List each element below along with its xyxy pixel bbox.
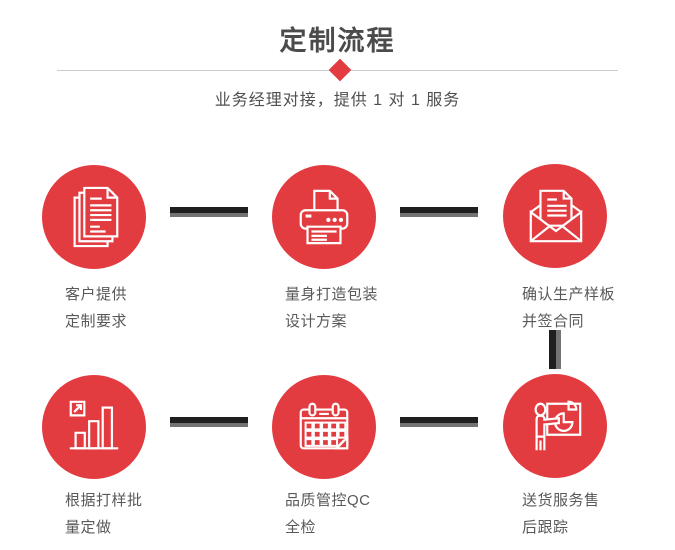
connector-vertical [549, 330, 561, 369]
connector-horizontal [400, 417, 478, 427]
documents-icon [63, 184, 125, 250]
step-label-line: 定制要求 [65, 313, 128, 330]
step-label: 送货服务售 后跟踪 [522, 487, 600, 541]
diamond-accent-icon [328, 58, 352, 82]
step-circle-sample-contract [503, 164, 607, 268]
step-label-line: 全检 [285, 519, 317, 536]
step-label-line: 客户提供 [65, 286, 128, 303]
step-label: 品质管控QC 全检 [285, 487, 371, 541]
step-label: 根据打样批 量定做 [65, 487, 143, 541]
step-label: 确认生产样板 并签合同 [522, 281, 615, 335]
bar-chart-icon [63, 395, 125, 459]
connector-horizontal [170, 417, 248, 427]
connector-horizontal [400, 207, 478, 217]
step-label: 客户提供 定制要求 [65, 281, 127, 335]
step-label-line: 后跟踪 [522, 519, 569, 536]
step-circle-packaging-design [272, 165, 376, 269]
step-label-line: 量身打造包装 [285, 286, 379, 303]
step-label-line: 根据打样批 [65, 492, 143, 509]
page-title: 定制流程 [279, 26, 396, 56]
step-circle-quality-control [272, 375, 376, 479]
step-label: 量身打造包装 设计方案 [285, 281, 378, 335]
calendar-icon [293, 395, 355, 459]
page-subtitle: 业务经理对接，提供 1 对 1 服务 [214, 92, 461, 109]
printer-icon [293, 185, 355, 249]
step-label-line: 品质管控QC [285, 492, 371, 509]
connector-horizontal [170, 207, 248, 217]
step-label-line: 量定做 [65, 519, 112, 536]
step-circle-delivery-aftersales [503, 374, 607, 478]
step-label-line: 设计方案 [285, 313, 348, 330]
step-circle-customer-requirements [42, 165, 146, 269]
step-label-line: 并签合同 [522, 313, 585, 330]
step-label-line: 确认生产样板 [522, 286, 616, 303]
step-label-line: 送货服务售 [522, 492, 600, 509]
step-circle-batch-production [42, 375, 146, 479]
presentation-icon [524, 394, 586, 458]
envelope-icon [524, 184, 586, 248]
